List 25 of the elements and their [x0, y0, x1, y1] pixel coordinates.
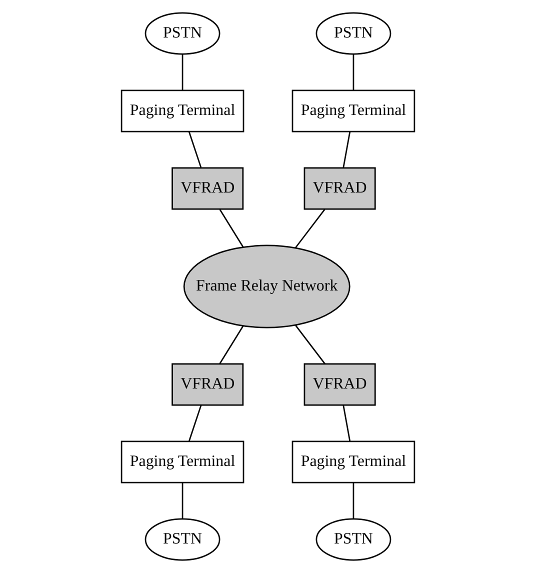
connector [342, 405, 350, 442]
connector [218, 209, 244, 248]
node-ellipse: PSTN [144, 518, 220, 561]
connector [294, 209, 325, 248]
connector [188, 132, 202, 168]
connector [181, 482, 183, 518]
connector [188, 405, 202, 442]
node-ellipse: Frame Relay Network [182, 244, 350, 328]
node-box: Paging Terminal [120, 90, 244, 132]
connector [352, 482, 354, 518]
node-box: VFRAD [171, 363, 244, 406]
node-box: Paging Terminal [291, 440, 415, 484]
node-box: VFRAD [303, 363, 376, 406]
node-ellipse: PSTN [315, 518, 391, 561]
node-box: VFRAD [303, 167, 376, 210]
connector [294, 325, 326, 364]
connector [352, 54, 354, 90]
node-box: Paging Terminal [291, 90, 415, 132]
node-box: Paging Terminal [120, 440, 244, 484]
node-ellipse: PSTN [315, 12, 391, 55]
connector [181, 54, 183, 90]
node-ellipse: PSTN [144, 12, 220, 55]
connector [342, 132, 350, 168]
connector [218, 326, 244, 364]
node-box: VFRAD [171, 167, 244, 210]
